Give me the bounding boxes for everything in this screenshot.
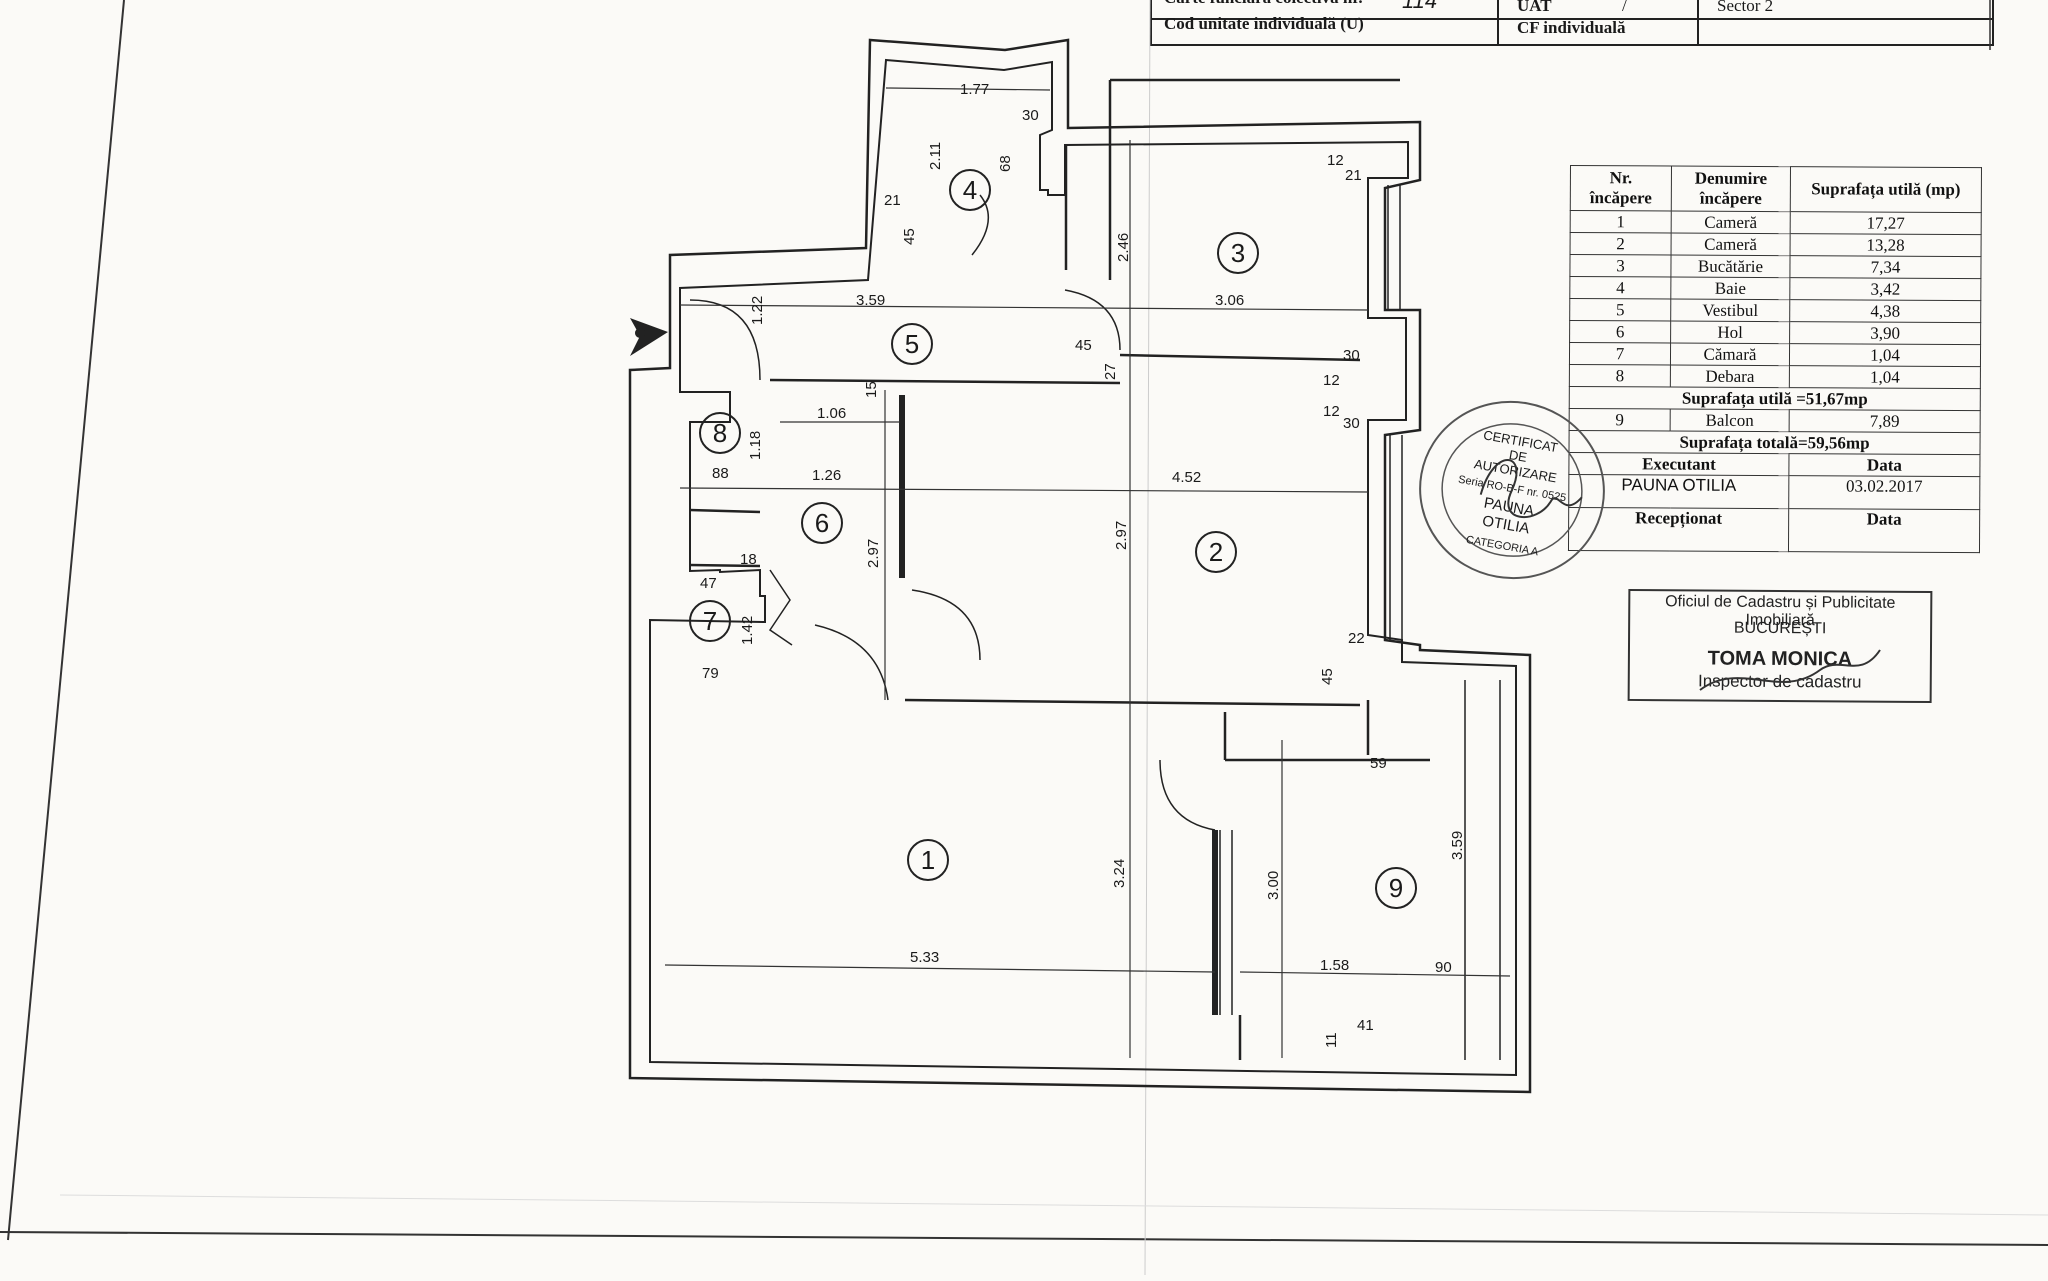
room-number: 2	[1209, 537, 1223, 567]
room-5-label: 5	[891, 323, 933, 365]
door-arc	[1064, 289, 1121, 351]
room-6-label: 6	[801, 502, 843, 544]
dim-label: 4.52	[1172, 469, 1201, 486]
dimension-labels: 1.77 30 68 2.11 45 21 2.46 3.06 12 21 3.…	[700, 81, 1466, 1048]
room-4-label: 4	[949, 169, 991, 211]
room-number: 6	[815, 508, 829, 538]
dim-label: 12	[1323, 403, 1340, 420]
entrance-arrow-icon	[630, 318, 668, 356]
dim-label: 45	[1075, 337, 1092, 354]
header-divider	[1697, 0, 1699, 44]
dim-label: 1.42	[739, 616, 756, 645]
dim-label: 88	[712, 465, 729, 482]
room-number: 7	[703, 606, 717, 636]
partition	[689, 508, 761, 514]
dim-label: 3.00	[1265, 871, 1282, 900]
header-cf-colectiva-value: 114	[1402, 0, 1438, 13]
dim-label: 59	[1370, 755, 1387, 772]
dim-label: 3.59	[1449, 831, 1466, 860]
walls	[628, 38, 1532, 1094]
room-9-label: 9	[1375, 867, 1417, 909]
dim-label: 30	[1343, 415, 1360, 432]
dim-label: 3.59	[856, 292, 885, 309]
dim-label: 1.77	[960, 81, 989, 98]
dim-label: 15	[863, 381, 880, 398]
header-uat-label: UAT	[1517, 0, 1552, 15]
partition	[1119, 353, 1361, 362]
signature	[1479, 459, 1583, 519]
dim-label: 41	[1357, 1017, 1374, 1034]
door-arc	[814, 624, 889, 701]
dim-label: 2.11	[927, 142, 944, 170]
dimension-lines	[664, 87, 1511, 1058]
doors	[689, 194, 1216, 831]
door-arc	[911, 589, 981, 661]
stamp-text: DE	[1508, 447, 1529, 465]
dim-label: 79	[702, 665, 719, 682]
inner-wall	[649, 58, 1517, 1077]
outer-wall	[628, 38, 1532, 1094]
room-7-label: 7	[689, 600, 731, 642]
header-divider	[1497, 0, 1499, 44]
header-cf-individuala-label: CF individuală	[1517, 18, 1626, 37]
header-table: Carte funciară colectivă nr. 114 UAT / S…	[1150, 0, 1994, 46]
room-8-label: 8	[699, 412, 741, 454]
dim-label: 22	[1348, 630, 1365, 647]
header-uat-value: /	[1622, 0, 1627, 15]
dim-label: 1.18	[747, 431, 764, 460]
header-cf-colectiva-label: Carte funciară colectivă nr.	[1164, 0, 1363, 8]
partition	[769, 378, 1121, 385]
header-rule	[1152, 18, 1992, 20]
certificate-stamp: CERTIFICAT DE AUTORIZARE Seria RO-B-F nr…	[1419, 400, 1605, 580]
dim-label: 30	[1343, 347, 1360, 364]
dim-label: 3.06	[1215, 292, 1244, 309]
partition	[689, 563, 761, 568]
room-number: 5	[905, 329, 919, 359]
room-number: 1	[921, 845, 935, 875]
dim-label: 68	[997, 155, 1014, 172]
dim-label: 21	[1345, 167, 1362, 184]
door-arc	[689, 299, 761, 381]
dim-label: 47	[700, 575, 717, 592]
dim-label: 18	[740, 551, 757, 568]
door-leaf	[768, 569, 793, 646]
dim-label: 45	[901, 228, 918, 245]
dim-label: 12	[1327, 152, 1344, 169]
header-sector: Sector 2	[1717, 0, 1774, 15]
dim-label: 2.97	[1113, 521, 1130, 550]
dim-label: 1.58	[1320, 957, 1349, 974]
dim-label: 1.22	[749, 296, 766, 325]
door-arc	[971, 194, 990, 256]
room-number: 8	[713, 418, 727, 448]
dim-label: 2.97	[865, 539, 882, 568]
dim-label: 27	[1102, 363, 1119, 380]
dim-label: 1.26	[812, 467, 841, 484]
inspector-signature	[1699, 649, 1881, 691]
dim-label: 21	[884, 192, 901, 209]
dim-label: 11	[1323, 1032, 1340, 1048]
dim-label: 12	[1323, 372, 1340, 389]
door-arc	[1159, 759, 1216, 831]
room-2-label: 2	[1195, 531, 1237, 573]
room-1-label: 1	[907, 839, 949, 881]
dim-label: 1.06	[817, 405, 846, 422]
dim-label: 30	[1022, 107, 1039, 124]
dim-label: 90	[1435, 959, 1452, 976]
dim-label: 5.33	[910, 949, 939, 966]
room-number: 4	[963, 175, 977, 205]
room-number: 9	[1389, 873, 1403, 903]
dim-label: 3.24	[1111, 859, 1128, 888]
dim-label: 45	[1319, 668, 1336, 685]
partition	[904, 698, 1361, 707]
room-3-label: 3	[1217, 232, 1259, 274]
header-cod-unitate-label: Cod unitate individuală (U)	[1164, 14, 1364, 33]
room-number: 3	[1231, 238, 1245, 268]
room-labels: 1 2 3 4 5 6 7 8 9	[689, 169, 1417, 909]
dim-label: 2.46	[1115, 233, 1132, 262]
